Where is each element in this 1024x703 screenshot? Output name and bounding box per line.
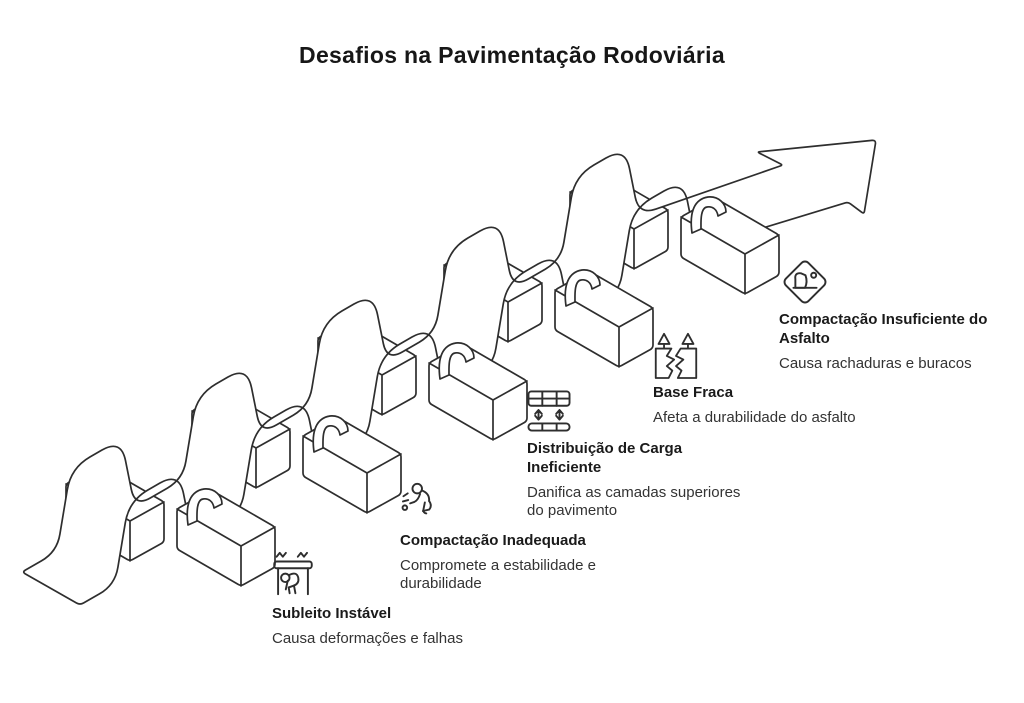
page-title: Desafios na Pavimentação Rodoviária bbox=[299, 42, 725, 68]
step-title: Distribuição de Carga Ineficiente bbox=[527, 440, 683, 476]
ribbon-fold-arch-5 bbox=[690, 196, 727, 234]
earthquake-table-icon bbox=[273, 551, 313, 596]
ribbon-fold-arches-group bbox=[186, 196, 727, 526]
step-subleito-instavel: Subleito Instável Causa deformações e fa… bbox=[272, 549, 463, 648]
cracked-pillars-icon bbox=[654, 332, 698, 379]
step-description: Afeta a durabilidade do asfalto bbox=[653, 409, 856, 426]
step-description: Danifica as camadas superiores do pavime… bbox=[527, 484, 741, 519]
ribbon-fold-arch-4 bbox=[564, 269, 601, 307]
step-title: Base Fraca bbox=[653, 384, 734, 401]
step-title: Compactação Inadequada bbox=[400, 532, 586, 549]
step-description: Compromete a estabilidade e durabilidade bbox=[400, 557, 596, 592]
ribbon-fold-arch-3 bbox=[438, 342, 475, 380]
front-bars-group bbox=[176, 197, 780, 587]
load-distribution-icon bbox=[527, 390, 571, 432]
ribbon-fold-arch-2 bbox=[312, 415, 349, 453]
ribbon-fold-arch-1 bbox=[186, 488, 223, 526]
step-description: Causa deformações e falhas bbox=[272, 630, 463, 647]
front-bar-3 bbox=[428, 343, 528, 441]
crawling-person-icon bbox=[401, 482, 432, 515]
step-description: Causa rachaduras e buracos bbox=[779, 355, 972, 372]
step-title: Compactação Insuficiente do Asfalto bbox=[779, 311, 988, 347]
front-bar-2 bbox=[302, 416, 402, 514]
falling-rocks-sign-icon bbox=[783, 260, 827, 304]
step-title: Subleito Instável bbox=[272, 605, 392, 622]
step-compactacao-inadequada: Compactação Inadequada Compromete a esta… bbox=[400, 481, 596, 593]
step-base-fraca: Base Fraca Afeta a durabilidade do asfal… bbox=[653, 331, 856, 427]
step-compactacao-insuficiente: Compactação Insuficiente do Asfalto Caus… bbox=[779, 256, 987, 373]
step-distribuicao-de-carga: Distribuição de Carga Ineficiente Danifi… bbox=[527, 390, 740, 520]
